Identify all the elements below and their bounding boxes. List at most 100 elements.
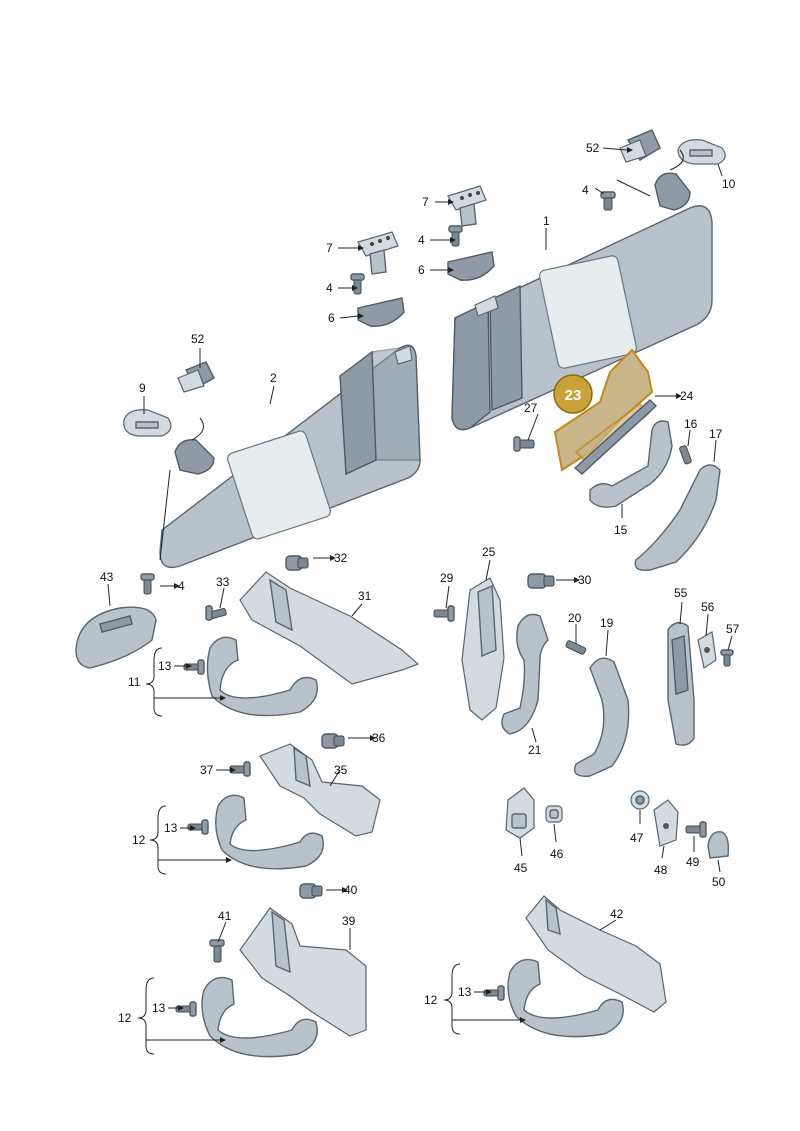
rail-24[interactable] (573, 399, 658, 475)
screw-4b[interactable] (448, 225, 463, 247)
screw-4c[interactable] (350, 273, 365, 295)
callout-12b: 12 (118, 1011, 132, 1025)
callout-57: 57 (726, 622, 740, 636)
screw-29[interactable] (433, 605, 455, 622)
callout-1: 1 (543, 214, 550, 228)
screw-4a[interactable] (600, 191, 616, 211)
callout-16: 16 (684, 417, 698, 431)
callout-12c: 12 (424, 993, 438, 1007)
callout-52b: 52 (191, 332, 205, 346)
screw-33[interactable] (205, 605, 227, 621)
sleeve-46[interactable] (545, 805, 563, 823)
screw-37[interactable] (229, 761, 251, 777)
screw-4d[interactable] (140, 573, 155, 595)
callout-6a: 6 (418, 263, 425, 277)
bracket-39[interactable] (239, 907, 367, 1037)
bracket-45[interactable] (505, 787, 535, 839)
pad-6a[interactable] (447, 251, 495, 281)
callout-15: 15 (614, 523, 628, 537)
callout-48: 48 (654, 863, 668, 877)
screw-36[interactable] (321, 733, 345, 749)
grab-handle-11[interactable] (206, 636, 318, 717)
visor-mount-cover-right[interactable] (677, 139, 726, 165)
callout-56: 56 (701, 600, 715, 614)
callout-42: 42 (610, 907, 624, 921)
callout-20: 20 (568, 611, 582, 625)
handle-cover-19[interactable] (573, 657, 630, 777)
callout-17: 17 (709, 427, 723, 441)
callout-37: 37 (200, 763, 214, 777)
callout-19: 19 (600, 616, 614, 630)
cap-50[interactable] (707, 831, 730, 859)
callout-45: 45 (514, 861, 528, 875)
callout-35: 35 (334, 763, 348, 777)
bracket-35[interactable] (259, 743, 381, 837)
callout-33: 33 (216, 575, 230, 589)
ring-47[interactable] (630, 790, 650, 810)
bracket-48[interactable] (653, 799, 679, 847)
callout-41: 41 (218, 909, 232, 923)
callout-12a: 12 (132, 833, 146, 847)
screw-57[interactable] (720, 649, 734, 667)
callout-10: 10 (722, 177, 736, 191)
callout-7b: 7 (326, 241, 333, 255)
screw-32[interactable] (285, 555, 309, 571)
grab-handle-12a[interactable] (215, 794, 324, 870)
sun-visor-right[interactable] (451, 205, 713, 431)
callout-4d: 4 (178, 579, 185, 593)
cap-43[interactable] (75, 606, 157, 669)
screw-49[interactable] (685, 821, 707, 838)
highlight-badge-label: 23 (565, 387, 582, 404)
callout-6b: 6 (328, 311, 335, 325)
screw-27[interactable] (513, 436, 535, 452)
leader-lines (107, 147, 733, 1055)
screw-13c[interactable] (175, 1001, 197, 1017)
screw-40[interactable] (299, 883, 323, 899)
callout-labels: 52 10 4 1 7 4 6 7 4 6 52 2 9 24 27 16 17… (100, 141, 740, 1025)
pad-6b[interactable] (357, 297, 405, 327)
screw-30[interactable] (527, 573, 555, 589)
callout-2: 2 (270, 371, 277, 385)
callout-47: 47 (630, 831, 644, 845)
bracket-7a[interactable] (447, 185, 487, 227)
visor-hinge-left[interactable] (174, 417, 215, 475)
highlight-badge[interactable]: 23 (553, 374, 593, 414)
callout-13b: 13 (164, 821, 178, 835)
callout-27: 27 (524, 401, 538, 415)
arrow-heads (174, 147, 682, 1043)
grab-handle-12c[interactable] (507, 958, 624, 1038)
visor-clip-right[interactable] (619, 129, 661, 163)
visor-hinge-right[interactable] (654, 149, 691, 211)
handle-cover-17[interactable] (634, 464, 721, 571)
sun-visor-left[interactable] (159, 344, 421, 569)
screw-20[interactable] (565, 640, 587, 655)
callout-52a: 52 (586, 141, 600, 155)
visor-mount-cover-left[interactable] (123, 409, 172, 437)
callout-36: 36 (372, 731, 386, 745)
bracket-7b[interactable] (357, 231, 399, 275)
handle-55[interactable] (667, 622, 695, 746)
callout-32: 32 (334, 551, 348, 565)
bracket-42[interactable] (525, 895, 667, 1013)
callout-7a: 7 (422, 195, 429, 209)
grab-handle-15[interactable] (589, 420, 673, 508)
bracket-31[interactable] (239, 571, 420, 685)
bracket-25[interactable] (461, 577, 505, 721)
screw-41[interactable] (209, 939, 225, 963)
callout-29: 29 (440, 571, 454, 585)
grab-handle-21[interactable] (501, 613, 549, 735)
callout-4c: 4 (326, 281, 333, 295)
callout-11: 11 (128, 675, 141, 689)
clip-56[interactable] (697, 631, 717, 669)
callout-55: 55 (674, 586, 688, 600)
callout-4a: 4 (582, 183, 589, 197)
grab-handle-12b[interactable] (201, 976, 318, 1058)
visor-clip-left[interactable] (177, 361, 215, 393)
callout-9: 9 (139, 381, 146, 395)
callout-4b: 4 (418, 233, 425, 247)
callout-39: 39 (342, 914, 356, 928)
callout-13a: 13 (158, 659, 172, 673)
screw-16[interactable] (679, 445, 692, 465)
callout-40: 40 (344, 883, 358, 897)
